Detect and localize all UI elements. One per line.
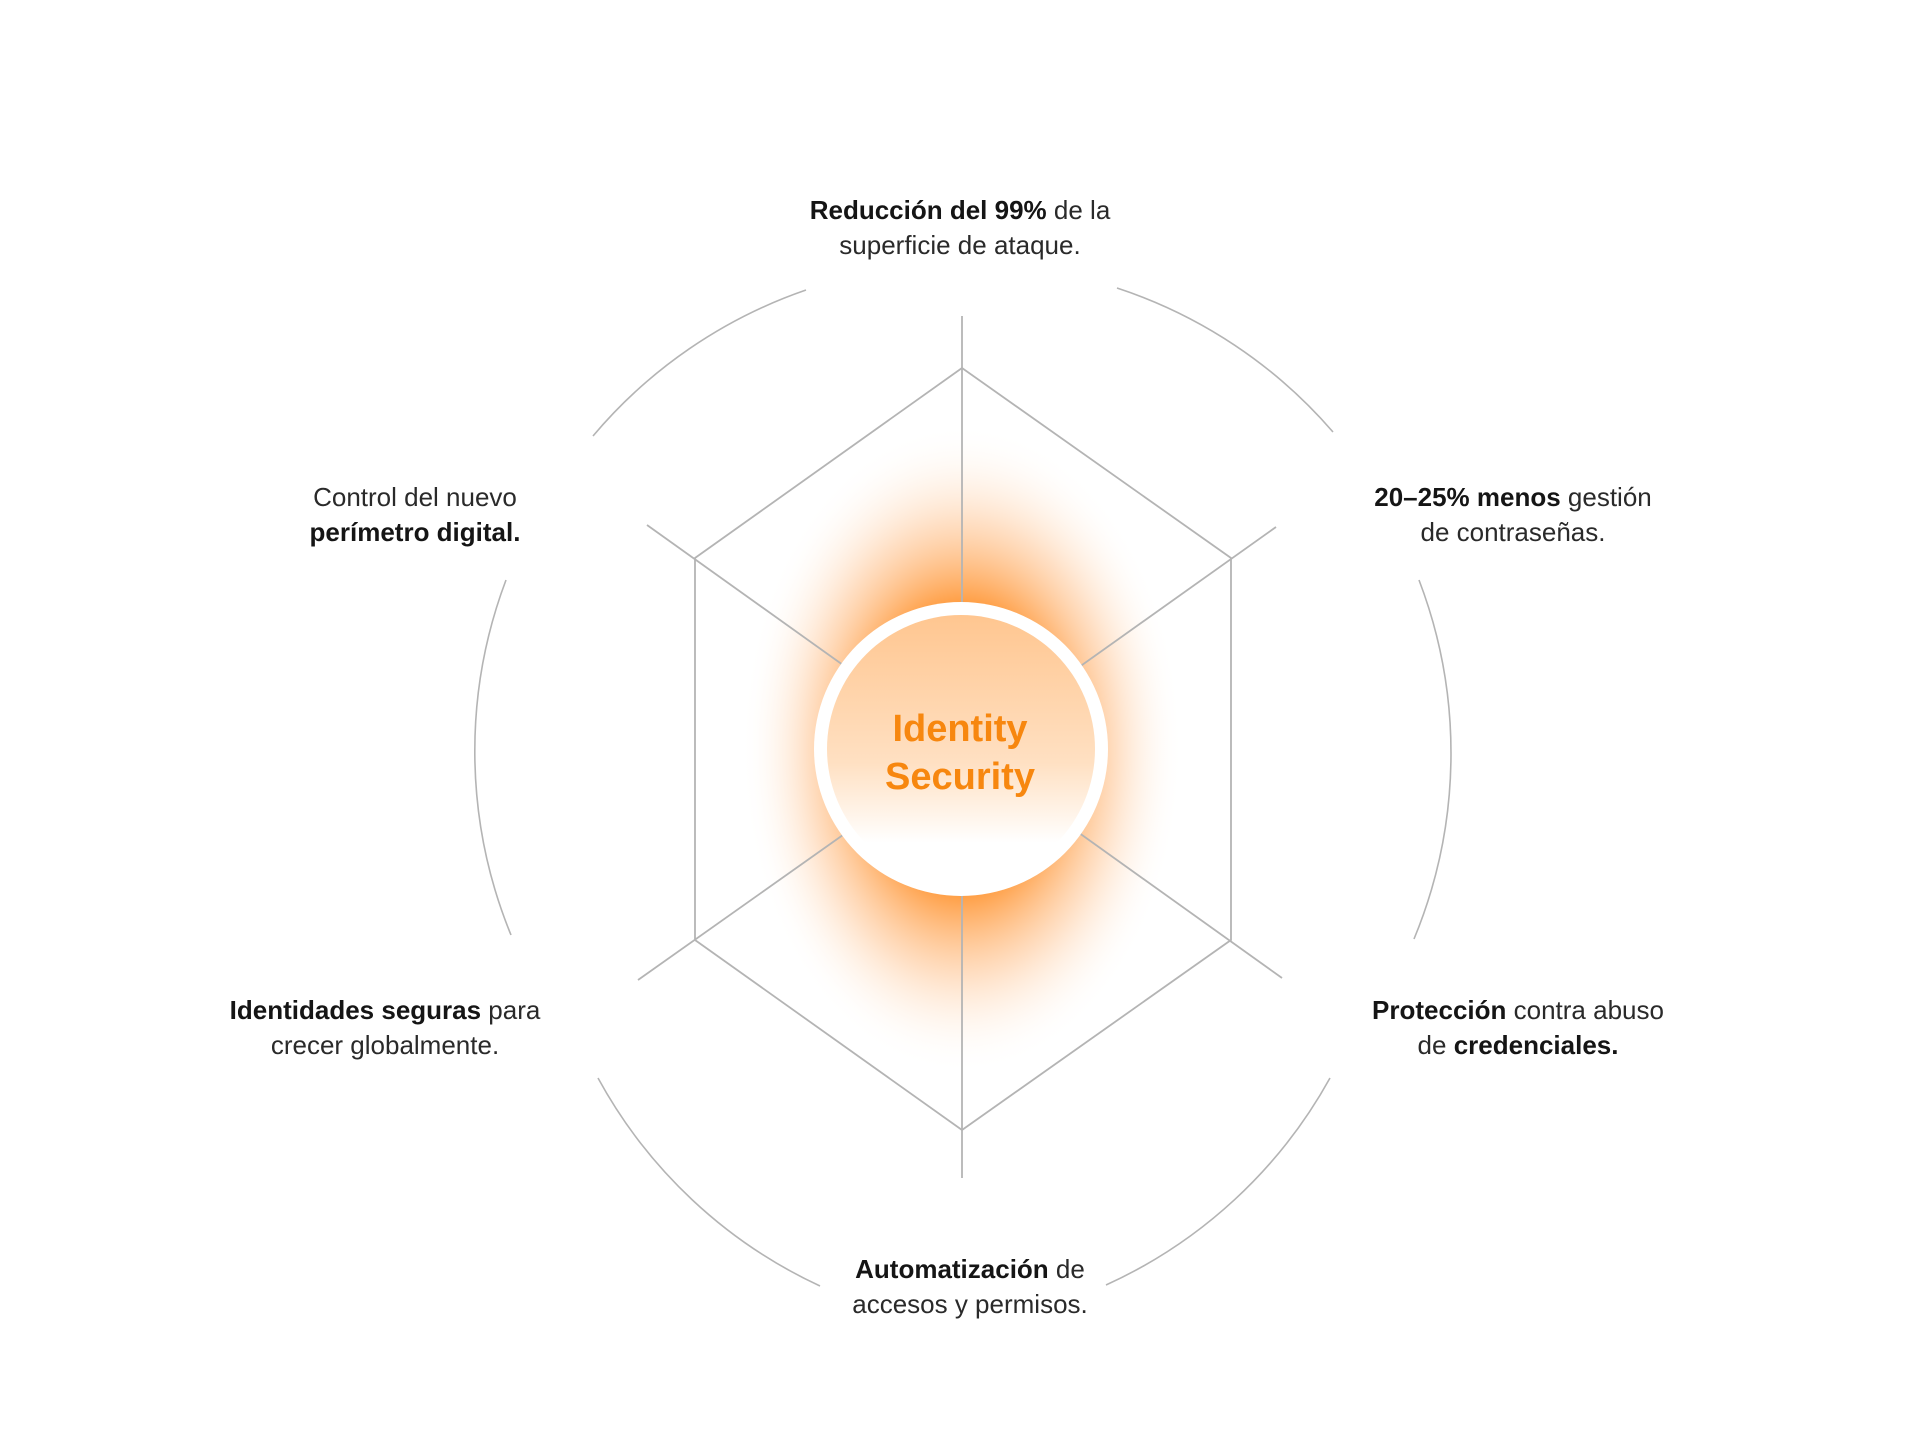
outer-ring: [474, 287, 1452, 1287]
label-bottom-line2: accesos y permisos.: [852, 1289, 1088, 1319]
label-lower-left: Identidades seguras para crecer globalme…: [190, 993, 580, 1063]
center-disc: [827, 615, 1095, 883]
ring-arc-lower-right: [1105, 1077, 1331, 1286]
spoke-upper-left: [646, 524, 851, 671]
label-top-regular: de la: [1046, 195, 1111, 225]
spoke-lower-right: [1074, 829, 1283, 979]
label-lower-right-line2-bold: credenciales.: [1453, 1030, 1619, 1060]
label-upper-right-regular: gestión: [1560, 482, 1652, 512]
label-lower-right-bold: Protección: [1372, 995, 1507, 1025]
label-top-line2: superficie de ataque.: [839, 230, 1081, 260]
label-upper-left-line1: Control del nuevo: [313, 482, 517, 512]
center-title-line1: Identity: [892, 708, 1028, 750]
label-top-bold: Reducción del 99%: [809, 195, 1047, 225]
spokes: [637, 316, 1283, 1178]
label-upper-left-bold: perímetro digital.: [309, 517, 521, 547]
label-lower-right-line2-regular: de: [1417, 1030, 1454, 1060]
label-lower-left-line2: crecer globalmente.: [270, 1030, 500, 1060]
label-lower-right-regular: contra abuso: [1506, 995, 1664, 1025]
label-bottom-regular: de: [1048, 1254, 1085, 1284]
label-lower-left-bold: Identidades seguras: [229, 995, 482, 1025]
label-lower-right: Protección contra abuso de credenciales.: [1318, 993, 1718, 1063]
label-bottom: Automatización de accesos y permisos.: [770, 1252, 1170, 1322]
ring-arc-lower-left: [597, 1077, 821, 1287]
label-lower-left-regular: para: [481, 995, 541, 1025]
label-bottom-bold: Automatización: [855, 1254, 1049, 1284]
ring-arc-upper-left: [592, 289, 807, 437]
center-title-line2: Security: [885, 756, 1035, 798]
ring-arc-left: [474, 579, 512, 936]
label-upper-left: Control del nuevo perímetro digital.: [250, 480, 580, 550]
center-title: Identity Security: [840, 705, 1080, 801]
ring-arc-upper-right: [1116, 287, 1334, 433]
ring-arc-right: [1413, 579, 1452, 940]
spoke-upper-right: [1074, 526, 1277, 671]
label-upper-right-bold: 20–25% menos: [1374, 482, 1561, 512]
spoke-lower-left: [637, 829, 851, 981]
label-top: Reducción del 99% de la superficie de at…: [760, 193, 1160, 263]
label-upper-right: 20–25% menos gestión de contraseñas.: [1318, 480, 1708, 550]
label-upper-right-line2: de contraseñas.: [1420, 517, 1606, 547]
